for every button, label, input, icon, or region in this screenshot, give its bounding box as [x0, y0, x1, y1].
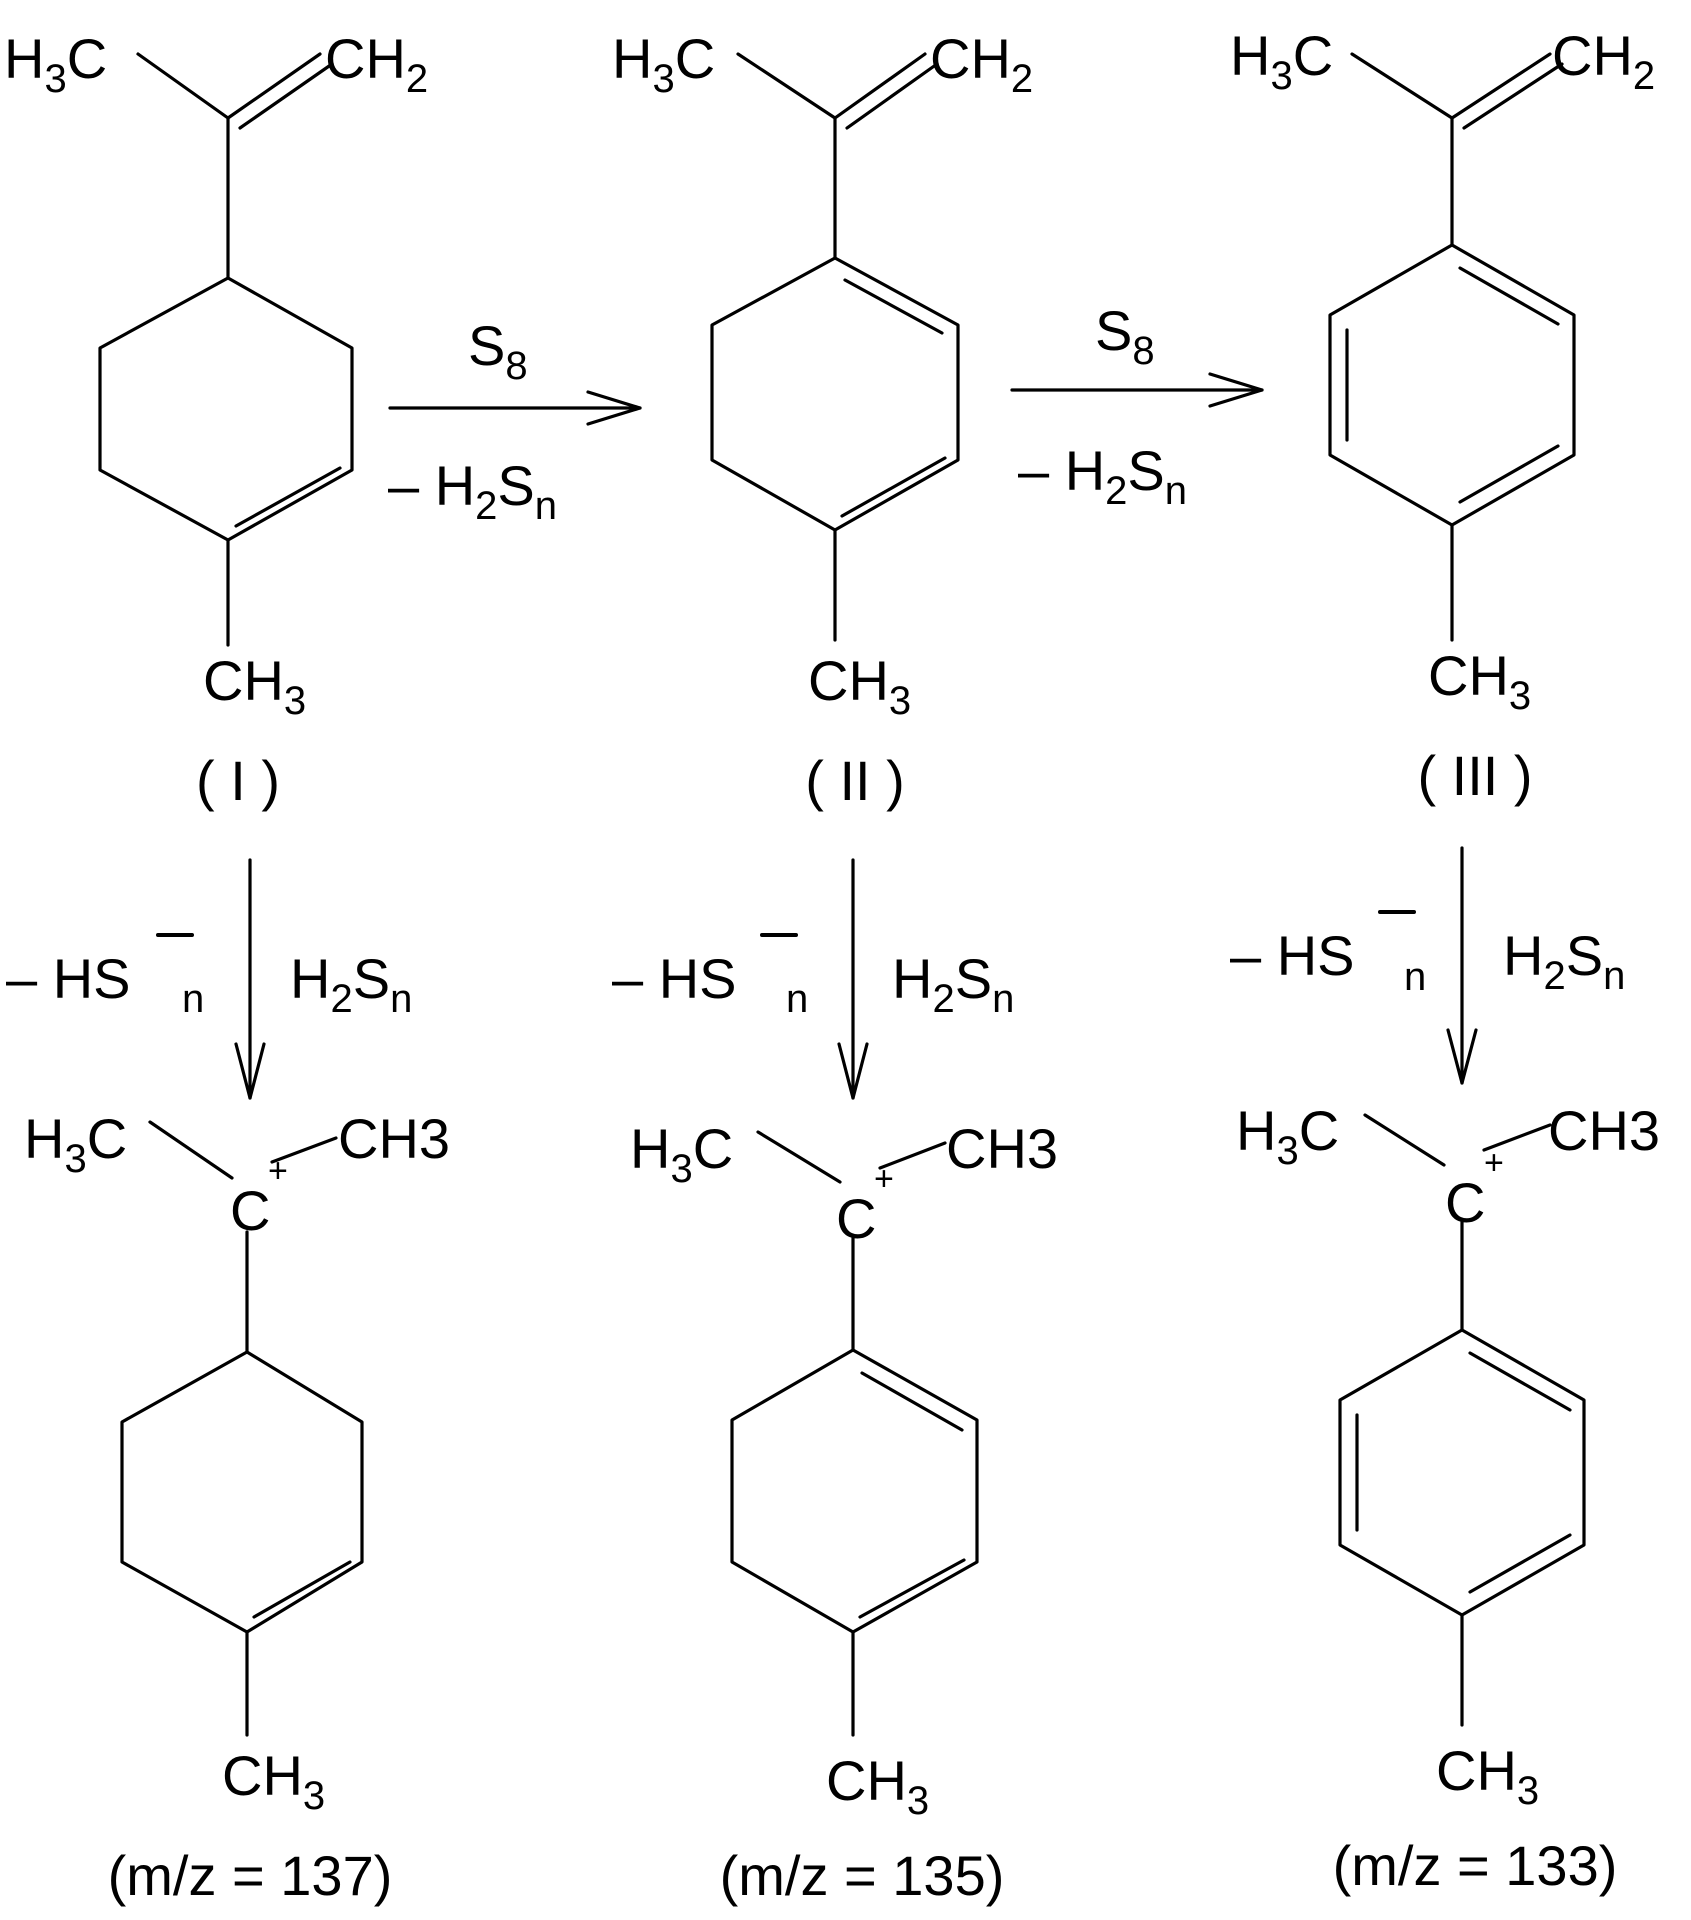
ion-137-mz-label: (m/z = 137): [108, 1844, 393, 1907]
svg-text:n: n: [786, 977, 808, 1021]
loss-HSn-3: – HS: [1230, 924, 1355, 987]
reagent-S8-1: S8: [468, 314, 528, 388]
compound-I-structure: [98, 52, 354, 647]
compound-II-methyl-left: H3C: [612, 27, 715, 101]
compound-I-label: ( I ): [196, 749, 280, 812]
compound-III-methyl-bottom: CH3: [1428, 644, 1531, 718]
ion-137-charge: +: [268, 1152, 288, 1190]
ion-135-methyl-right: CH3: [946, 1117, 1058, 1180]
compound-III-methyl-left: H3C: [1230, 24, 1333, 98]
ion-135-mz-label: (m/z = 135): [720, 1844, 1005, 1907]
loss-H2Sn-1: – H2Sn: [388, 454, 557, 528]
svg-text:n: n: [1404, 955, 1426, 999]
arrow-II-down: [837, 858, 869, 1100]
ion-133-methyl-left: H3C: [1236, 1099, 1339, 1173]
loss-H2Sn-2: – H2Sn: [1018, 439, 1187, 513]
add-H2Sn-1: H2Sn: [290, 947, 412, 1021]
compound-III-methylene: CH2: [1552, 24, 1655, 98]
arrow-III-down: [1446, 846, 1478, 1085]
ion-135-methyl-bottom: CH3: [826, 1749, 929, 1823]
compound-I-methyl-bottom: CH3: [203, 649, 306, 723]
ion-137-methyl-left: H3C: [24, 1107, 127, 1181]
add-H2Sn-2: H2Sn: [892, 947, 1014, 1021]
compound-II-methyl-bottom: CH3: [808, 649, 911, 723]
ion-135-structure: [730, 1130, 979, 1737]
add-H2Sn-3: H2Sn: [1503, 924, 1625, 998]
arrow-I-to-II: [388, 390, 642, 426]
ion-137-structure: [120, 1120, 364, 1737]
compound-I-methyl-left: H3C: [4, 27, 107, 101]
ion-137-carbocation: C: [230, 1179, 270, 1242]
compound-II-methylene: CH2: [930, 27, 1033, 101]
loss-HSn-2: – HS: [612, 947, 737, 1010]
svg-text:n: n: [182, 977, 204, 1021]
compound-II-label: ( II ): [805, 749, 905, 812]
ion-133-charge: +: [1484, 1144, 1504, 1182]
ion-133-carbocation: C: [1445, 1171, 1485, 1234]
compound-III-structure: [1328, 52, 1576, 642]
reagent-S8-2: S8: [1095, 299, 1155, 373]
loss-HSn-1: – HS: [6, 947, 131, 1010]
ion-133-methyl-bottom: CH3: [1436, 1739, 1539, 1813]
ion-133-mz-label: (m/z = 133): [1333, 1834, 1618, 1897]
ion-135-charge: +: [874, 1160, 894, 1198]
ion-137-methyl-right: CH3: [338, 1107, 450, 1170]
compound-III-label: ( III ): [1417, 744, 1532, 807]
arrow-I-down: [234, 858, 266, 1100]
ion-133-structure: [1338, 1113, 1586, 1727]
ion-137-methyl-bottom: CH3: [222, 1744, 325, 1818]
ion-135-methyl-left: H3C: [630, 1117, 733, 1191]
ion-133-methyl-right: CH3: [1548, 1099, 1660, 1162]
compound-I-methylene: CH2: [325, 27, 428, 101]
ion-135-carbocation: C: [836, 1187, 876, 1250]
arrow-II-to-III: [1010, 372, 1264, 408]
compound-II-structure: [710, 52, 960, 642]
